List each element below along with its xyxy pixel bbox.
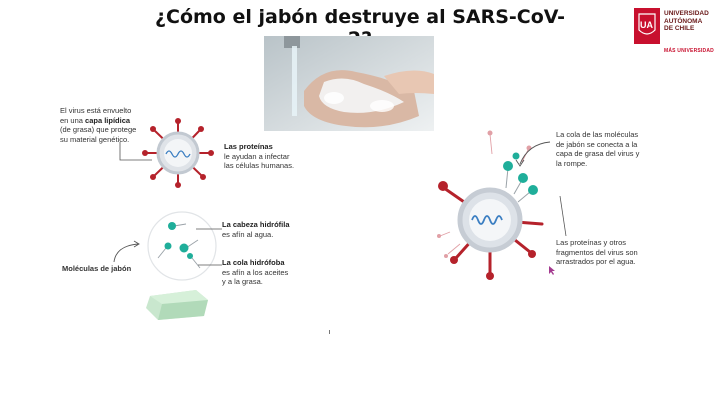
- curved-arrow-icon: [515, 141, 551, 167]
- proteins-note: Las proteínas le ayudan a infectar las c…: [224, 142, 314, 171]
- envelope-note-text: en una: [60, 115, 86, 125]
- fragments-line: Las proteínas y otros: [556, 238, 627, 247]
- logo-line-3: DE CHILE: [664, 25, 695, 32]
- lipid-layer-label: capa lipídica: [85, 115, 131, 125]
- shield-icon: [638, 13, 656, 35]
- logo-line-1: UNIVERSIDAD: [664, 10, 709, 17]
- logo-name: UNIVERSIDAD AUTÓNOMA DE CHILE: [664, 10, 720, 33]
- tail-pointer-line: [198, 264, 222, 266]
- tail-connects-line: La cola de las moléculas: [556, 130, 639, 139]
- small-virus-diagram: [142, 118, 214, 188]
- hydrophobic-tail-line: es afín a los aceites: [222, 267, 289, 277]
- logo-line-2: AUTÓNOMA: [664, 17, 703, 25]
- envelope-note-line: El virus está envuelto: [60, 106, 132, 115]
- tail-connects-line: la rompe.: [556, 158, 588, 168]
- hydrophobic-tail-line: y a la grasa.: [222, 277, 263, 286]
- curved-arrow-icon: [113, 240, 140, 263]
- university-logo: UA UNIVERSIDAD AUTÓNOMA DE CHILE MÁS UNI…: [634, 8, 720, 54]
- proteins-note-title: Las proteínas: [224, 142, 273, 151]
- hydrophilic-head-title: La cabeza hidrófila: [222, 220, 290, 229]
- envelope-note: El virus está envuelto en una capa lipíd…: [60, 106, 160, 144]
- virus-breaking-diagram: [437, 130, 544, 280]
- text-caret: [329, 330, 330, 334]
- envelope-note-line: su material genético.: [60, 134, 130, 144]
- logo-tagline: MÁS UNIVERSIDAD: [664, 48, 714, 54]
- hydrophilic-head-line: es afín al agua.: [222, 229, 274, 239]
- handwashing-photo: [264, 36, 434, 131]
- head-pointer-line: [196, 228, 222, 230]
- fragments-pointer-line: [559, 195, 567, 237]
- tail-connects-line: capa de grasa del virus y: [556, 149, 640, 158]
- envelope-note-line: en una capa lipídica: [60, 116, 160, 126]
- hydrophobic-tail-title: La cola hidrófoba: [222, 258, 285, 267]
- fragments-note: Las proteínas y otros fragmentos del vir…: [556, 238, 676, 267]
- proteins-note-line: las células humanas.: [224, 161, 295, 170]
- envelope-note-line: (de grasa) que protege: [60, 125, 137, 134]
- tail-connects-line: de jabón se conecta a la: [556, 139, 638, 149]
- soap-bar-image: [146, 290, 208, 320]
- fragments-line: arrastrados por el agua.: [556, 257, 636, 266]
- logo-initials: UA: [640, 20, 653, 30]
- hydrophobic-tail-note: La cola hidrófoba es afín a los aceites …: [222, 258, 312, 287]
- fragments-line: fragmentos del virus son: [556, 247, 638, 257]
- soap-molecules-diagram: [147, 211, 217, 281]
- hydrophilic-head-note: La cabeza hidrófila es afín al agua.: [222, 220, 312, 239]
- soap-molecules-label: Moléculas de jabón: [62, 264, 132, 273]
- envelope-pointer-line: [119, 142, 152, 161]
- proteins-note-line: le ayudan a infectar: [224, 151, 290, 161]
- mouse-cursor-icon: [549, 266, 555, 275]
- tail-connects-note: La cola de las moléculas de jabón se con…: [556, 130, 676, 168]
